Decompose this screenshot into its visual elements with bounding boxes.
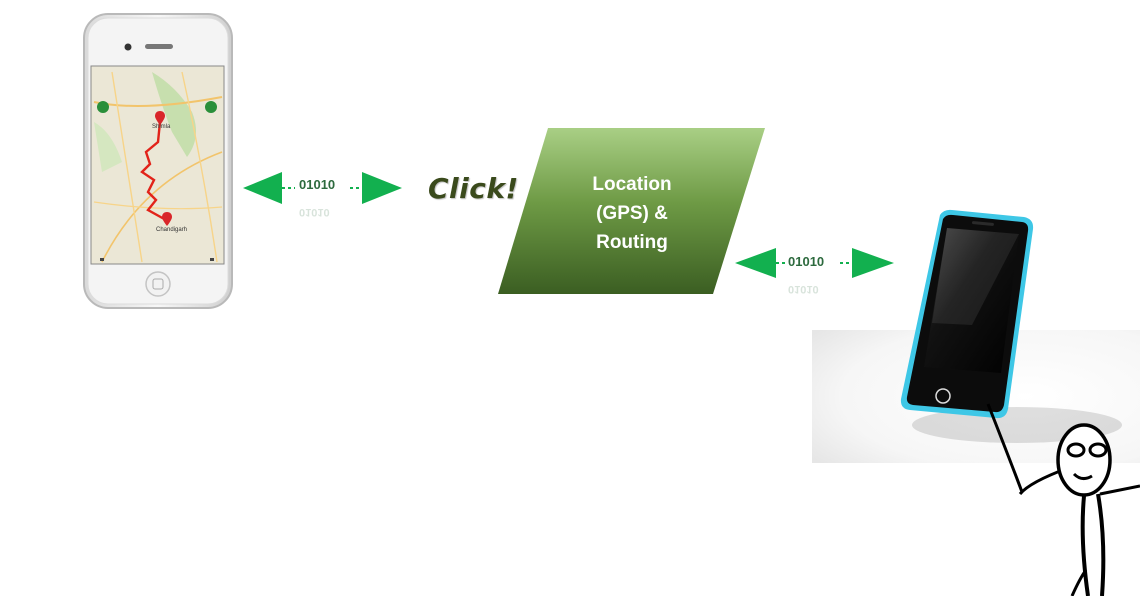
box-label-line-1: Location <box>592 174 672 195</box>
right-double-arrow <box>735 248 894 278</box>
click-label: Click! <box>428 172 519 205</box>
location-routing-label: Location (GPS) & Routing <box>570 170 694 257</box>
left-phone <box>83 13 233 309</box>
box-label-line-2: (GPS) & <box>596 203 668 224</box>
right-phone <box>812 209 1140 463</box>
left-double-arrow <box>243 172 402 204</box>
map-pin-end <box>162 212 172 226</box>
map-pin-end-label: Chandigarh <box>156 227 188 233</box>
stick-figure <box>986 403 1140 596</box>
map-pin-start <box>155 111 165 125</box>
location-routing-box <box>498 128 765 294</box>
map-pin-start-label: Shimla <box>152 124 171 130</box>
left-arrow-data-reflection: 01010 <box>299 206 330 218</box>
right-arrow-data-text: 01010 <box>788 254 825 269</box>
left-arrow-data-text: 01010 <box>299 177 336 192</box>
box-label-line-3: Routing <box>596 232 668 253</box>
